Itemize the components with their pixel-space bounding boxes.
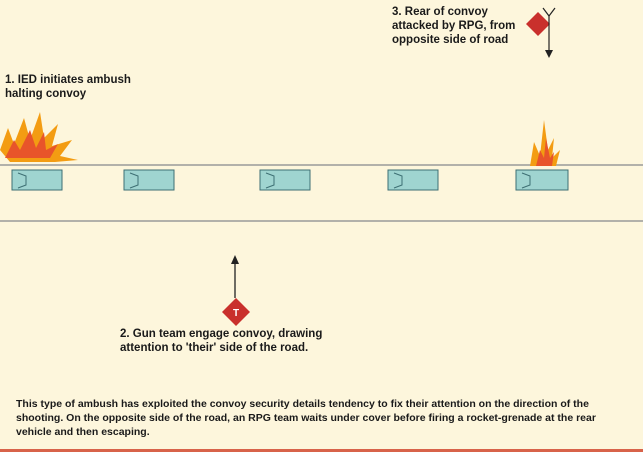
step2-caption: 2. Gun team engage convoy, drawing atten…: [120, 328, 323, 354]
gun-team-arrow: [231, 255, 239, 298]
vehicle: [387, 169, 439, 191]
ied-explosion-icon: [0, 112, 78, 162]
step3-caption: 3. Rear of convoy attacked by RPG, from …: [392, 6, 516, 46]
rpg-team-diamond-marker-icon: [526, 12, 550, 36]
gun-team-marker-label: T: [233, 308, 239, 319]
vehicle: [123, 169, 175, 191]
bottom-accent-line: [0, 449, 643, 452]
step1-caption: 1. IED initiates ambush halting convoy: [5, 74, 131, 100]
gun-team-diamond-marker-icon: T: [222, 298, 250, 326]
rpg-launcher-icon: [542, 7, 556, 58]
vehicle: [515, 169, 569, 191]
vehicle: [259, 169, 311, 191]
convoy-vehicles: [11, 169, 569, 191]
rpg-explosion-icon: [530, 120, 560, 166]
explanation-note: This type of ambush has exploited the co…: [16, 398, 596, 438]
vehicle: [11, 169, 63, 191]
